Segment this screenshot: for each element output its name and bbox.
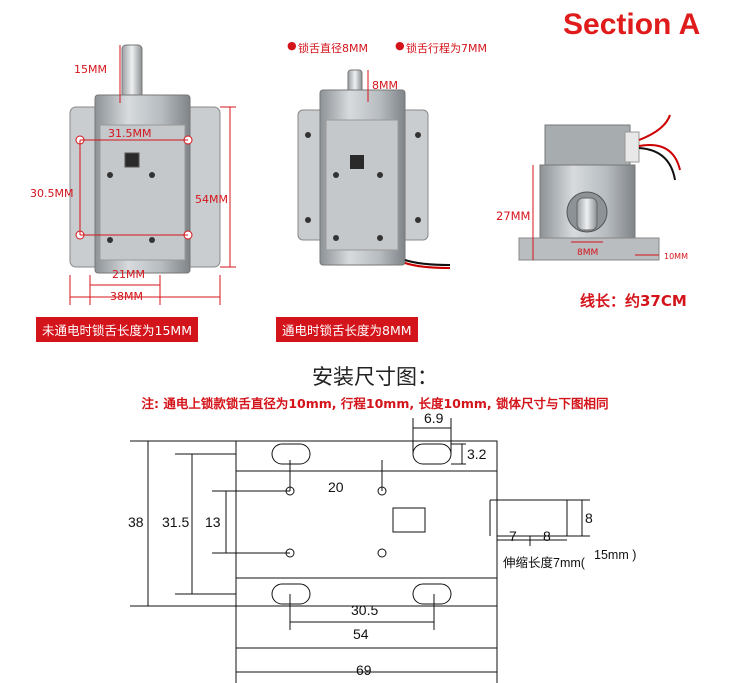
caption-powered: 通电时锁舌长度为8MM [276,317,418,342]
dim-38: 38 [128,514,144,530]
dim-27mm: 27MM [496,209,531,223]
wire-length: 线长：约37CM [580,292,687,310]
legend-dot-2: ● [395,39,405,52]
dim-13: 13 [205,514,221,530]
dim-54mm: 54MM [195,193,228,206]
stroke-label-tail: 15mm ) [594,548,637,562]
dim-31-5mm: 31.5MM [108,127,152,140]
dim-30-5mm: 30.5MM [30,187,74,200]
photo-lock-front-view [69,44,236,305]
legend-bolt-diameter: 锁舌直径8MM [298,42,368,55]
dim-8-bolt-height: 8 [585,510,593,526]
dim-54: 54 [353,626,369,642]
drawing-note: 注: 通电上锁款锁舌直径为10mm, 行程10mm, 长度10mm, 锁体尺寸与… [141,396,609,411]
dim-8-bolt-length: 8 [543,528,551,544]
legend-dot-1: ● [287,39,297,52]
dim-38mm: 38MM [110,290,143,303]
dim-7: 7 [509,528,517,544]
dim-21mm: 21MM [112,268,145,281]
photo-lock-side-view [518,114,681,261]
dim-15mm: 15MM [74,63,107,76]
caption-unpowered: 未通电时锁舌长度为15MM [36,317,198,342]
dim-10mm-side: 10MM [664,252,688,261]
dim-8mm-bolt: 8MM [372,79,398,92]
dim-20: 20 [328,479,344,495]
dim-69: 69 [356,662,372,678]
dim-3-2: 3.2 [467,446,487,462]
dim-31-5: 31.5 [162,514,190,530]
dim-30-5: 30.5 [351,602,379,618]
dim-8mm-side: 8MM [577,248,599,258]
stroke-label: 伸缩长度7mm( [503,556,585,570]
section-title: Section A [563,8,701,41]
dim-6-9: 6.9 [424,410,444,426]
drawing-heading: 安装尺寸图： [312,365,438,389]
photo-lock-powered [297,69,450,269]
legend-bolt-stroke: 锁舌行程为7MM [406,42,487,55]
